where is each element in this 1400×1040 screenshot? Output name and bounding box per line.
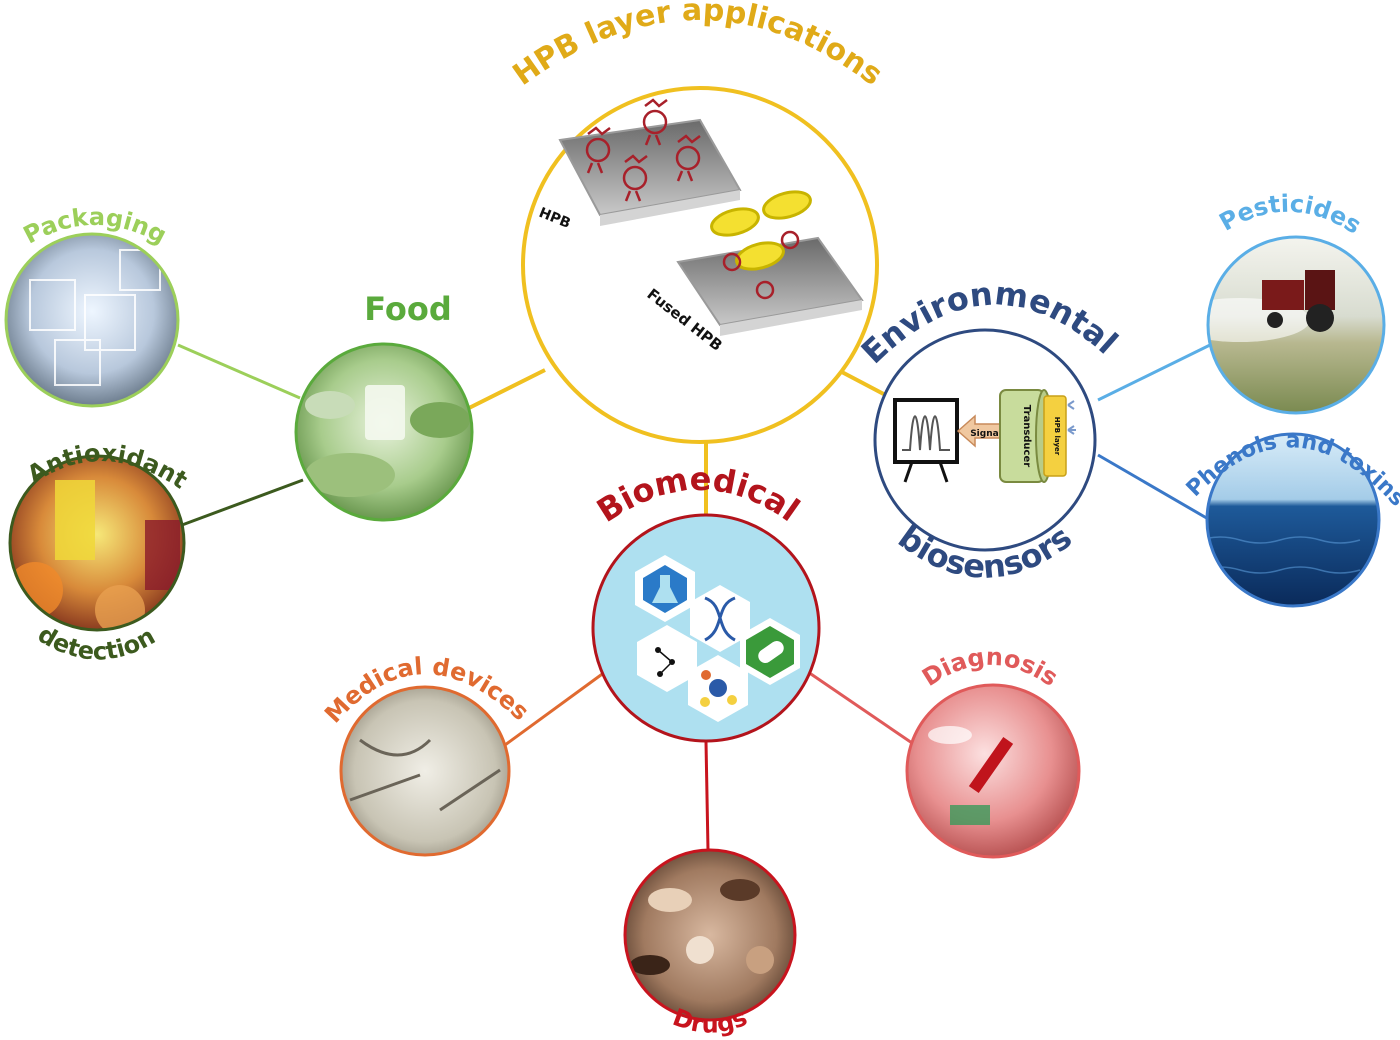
environmental-circle [873, 328, 1097, 552]
hpb-node: HPB layer applications HP [507, 0, 889, 444]
pesticides-node: Pesticides [1206, 190, 1386, 415]
transducer-label: Transducer [1021, 405, 1032, 467]
fused-hpb-plate-edge [720, 300, 862, 336]
antioxidant-circle-border [8, 454, 186, 632]
food-antioxidant-connector [181, 478, 304, 527]
signal-label: Signal [970, 429, 1002, 439]
blood-sample-photo-detail [928, 726, 1014, 825]
transducer-icon [999, 389, 1067, 483]
pesticides-circle-border [1206, 235, 1386, 415]
packaging-node: Packaging [4, 203, 180, 408]
medical-devices-node: Medical devices [319, 652, 535, 857]
drugs-circle-border [623, 848, 797, 1022]
phenols-node: Phenols and toxins [1182, 428, 1400, 608]
food-node: Food [294, 290, 474, 522]
dna-icon [690, 585, 750, 652]
pills-photo-detail [630, 879, 774, 975]
biomed-devices-connector [504, 670, 606, 747]
hpb-plate-edge [600, 190, 740, 226]
medical-devices-circle-border [339, 685, 511, 857]
food-circle-border [294, 342, 474, 522]
diagnosis-circle-border [905, 683, 1081, 859]
sea-photo [1207, 434, 1379, 606]
fused-proteins [710, 190, 812, 271]
food-label: Food [364, 290, 451, 328]
food-packaging-connector [177, 343, 301, 400]
drugs-node: Drugs [623, 848, 797, 1039]
atom-icon [688, 655, 748, 722]
antioxidant-node: Antioxidant detection [8, 439, 192, 666]
syringe-photo-detail [349, 738, 501, 812]
biomedical-node: Biomedical [590, 460, 821, 743]
diagram-title: HPB layer applications [507, 0, 889, 93]
pesticides-label: Pesticides [1215, 190, 1367, 240]
phenols-circle-border [1205, 432, 1381, 608]
diagnosis-node: Diagnosis [905, 643, 1081, 859]
env-phenols-connector [1097, 453, 1211, 522]
env-pesticides-connector [1097, 343, 1211, 402]
sea-photo-detail [1207, 536, 1361, 574]
receptor-icon [1067, 400, 1076, 435]
biomed-diagnosis-connector [807, 670, 916, 747]
protein-layer-icon [558, 98, 864, 336]
hpb-proteins [585, 98, 701, 202]
hexagon-science-icons [635, 555, 800, 722]
syringe-photo [341, 687, 509, 855]
food-photo-detail [305, 385, 470, 497]
tractor-photo-detail [1208, 270, 1335, 342]
packaging-photo-detail [29, 249, 161, 386]
hpb-food-connector [464, 368, 546, 412]
packaging-photo [6, 234, 178, 406]
packaging-circle-border [4, 232, 180, 408]
hpb-layer-label: HPB layer [1053, 417, 1061, 456]
molecule-icon [637, 625, 697, 692]
environmental-node: Environmental biosensors Signal Transduc… [854, 274, 1125, 586]
flask-icon [635, 555, 695, 622]
fused-protein-stems [722, 230, 800, 300]
pill-icon [740, 618, 800, 685]
biomed-drugs-connector [704, 741, 710, 851]
